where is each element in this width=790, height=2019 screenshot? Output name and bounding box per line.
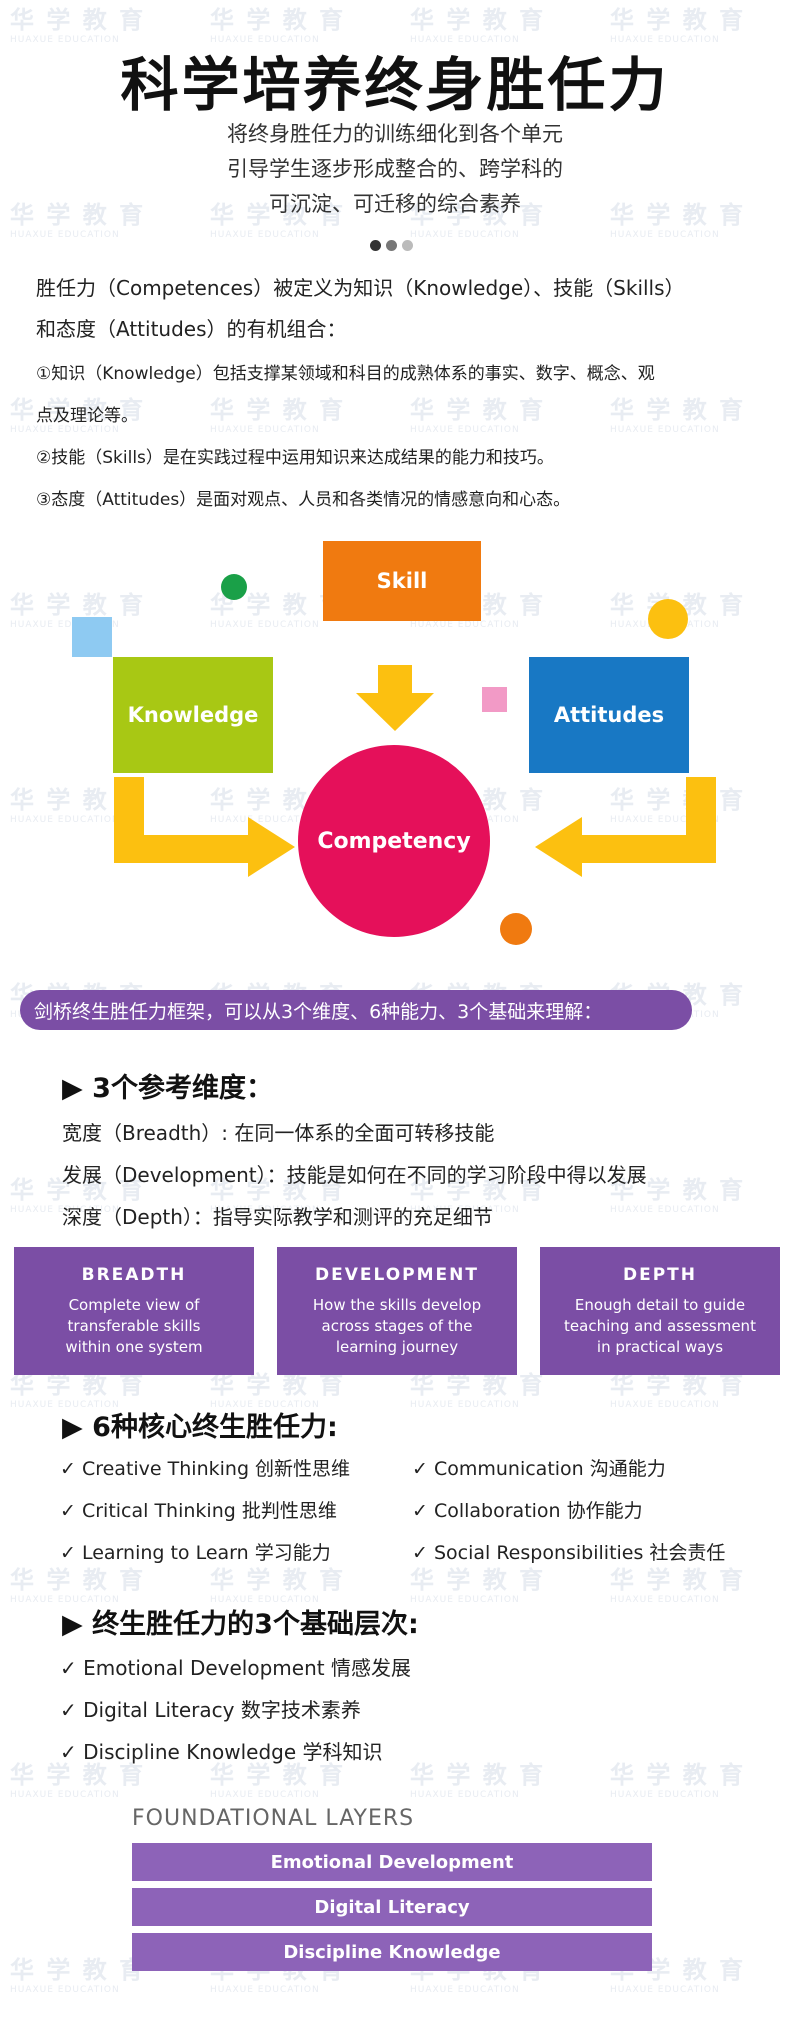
card-title: DEPTH [622, 1265, 697, 1285]
watermark-sub: HUAXUE EDUCATION [10, 1985, 120, 1995]
subtitle-line-3: 可沉淀、可迁移的综合素养 [269, 192, 521, 216]
competency-item: ✓ Collaboration 协作能力 [412, 1500, 643, 1522]
dimension-line: 发展（Development）：技能是如何在不同的学习阶段中得以发展 [62, 1163, 647, 1187]
competencies-title: ▶ 6种核心终生胜任力: [62, 1412, 338, 1443]
watermark-sub: HUAXUE EDUCATION [410, 425, 520, 435]
watermark-sub: HUAXUE EDUCATION [610, 1985, 720, 1995]
watermark-sub: HUAXUE EDUCATION [610, 1205, 720, 1215]
subtitle-line-2: 引导学生逐步形成整合的、跨学科的 [227, 157, 563, 181]
competency-label: Competency [317, 828, 471, 854]
watermark-sub: HUAXUE EDUCATION [10, 230, 120, 240]
green-dot [221, 574, 247, 600]
watermark-text: 华 学 教 育 [410, 1566, 546, 1594]
watermark-sub: HUAXUE EDUCATION [610, 1595, 720, 1605]
intro-line: ①知识（Knowledge）包括支撑某领域和科目的成熟体系的事实、数字、概念、观 [36, 364, 655, 384]
competency-item: ✓ Critical Thinking 批判性思维 [60, 1500, 337, 1522]
foundation-item: ✓ Emotional Development 情感发展 [60, 1656, 411, 1680]
page-title: 科学培养终身胜任力 [120, 51, 670, 119]
dot [402, 240, 413, 251]
watermark-sub: HUAXUE EDUCATION [210, 425, 320, 435]
foundation-item: ✓ Discipline Knowledge 学科知识 [60, 1740, 383, 1764]
watermark-sub: HUAXUE EDUCATION [610, 1400, 720, 1410]
watermark-text: 华 学 教 育 [210, 1566, 346, 1594]
competency-circle [298, 745, 490, 937]
watermark-text: 华 学 教 育 [410, 6, 546, 34]
watermark-sub: HUAXUE EDUCATION [410, 1400, 520, 1410]
watermark-sub: HUAXUE EDUCATION [210, 1790, 320, 1800]
knowledge-box: Knowledge [113, 657, 273, 773]
card-desc: How the skills develop across stages of … [312, 1296, 482, 1356]
watermark-text: 华 学 教 育 [10, 1956, 146, 1984]
watermark-sub: HUAXUE EDUCATION [610, 425, 720, 435]
development-card: DEVELOPMENT How the skills develop acros… [277, 1247, 517, 1375]
watermark-sub: HUAXUE EDUCATION [410, 1595, 520, 1605]
layer-emotional-development: Emotional Development [132, 1843, 652, 1881]
depth-card: DEPTH Enough detail to guide teaching an… [540, 1247, 780, 1375]
watermark-sub: HUAXUE EDUCATION [410, 1790, 520, 1800]
competency-item: ✓ Learning to Learn 学习能力 [60, 1542, 331, 1564]
skill-arrow [356, 665, 434, 731]
layer-digital-literacy: Digital Literacy [132, 1888, 652, 1926]
intro-line: ③态度（Attitudes）是面对观点、人员和各类情况的情感意向和心态。 [36, 490, 571, 510]
card-title: BREADTH [81, 1265, 187, 1285]
orange-dot [500, 913, 532, 945]
layers-title: FOUNDATIONAL LAYERS [132, 1806, 415, 1831]
intro-line: ②技能（Skills）是在实践过程中运用知识来达成结果的能力和技巧。 [36, 448, 554, 468]
skill-box: Skill [323, 541, 481, 621]
dot-active [370, 240, 381, 251]
watermark-text: 华 学 教 育 [410, 1761, 546, 1789]
pink-square [482, 687, 507, 712]
foundations-title: ▶ 终生胜任力的3个基础层次: [62, 1609, 419, 1640]
knowledge-arrow [114, 777, 295, 877]
yellow-dot [648, 599, 688, 639]
card-title: DEVELOPMENT [315, 1265, 479, 1285]
dot [386, 240, 397, 251]
attitudes-box: Attitudes [529, 657, 689, 773]
intro-line: 胜任力（Competences）被定义为知识（Knowledge）、技能（Ski… [36, 276, 685, 300]
watermark-sub: HUAXUE EDUCATION [410, 1985, 520, 1995]
diagram-shapes [72, 574, 716, 945]
framework-banner: 剑桥终生胜任力框架，可以从3个维度、6种能力、3个基础来理解： [20, 990, 692, 1030]
layer-discipline-knowledge: Discipline Knowledge [132, 1933, 652, 1971]
watermark-text: 华 学 教 育 [210, 6, 346, 34]
watermark-text: 华 学 教 育 [610, 1761, 746, 1789]
pagination-dots [370, 236, 420, 251]
watermark-sub: HUAXUE EDUCATION [210, 1985, 320, 1995]
dimensions-title: ▶ 3个参考维度： [62, 1073, 273, 1104]
watermark-sub: HUAXUE EDUCATION [10, 425, 120, 435]
intro-line: 点及理论等。 [36, 406, 138, 426]
watermark-text: 华 学 教 育 [10, 1566, 146, 1594]
light-blue-square [72, 617, 112, 657]
dimension-line: 宽度（Breadth）: 在同一体系的全面可转移技能 [62, 1121, 495, 1145]
competency-item: ✓ Communication 沟通能力 [412, 1458, 666, 1480]
watermark-sub: HUAXUE EDUCATION [10, 1790, 120, 1800]
card-desc: Enough detail to guide teaching and asse… [564, 1296, 756, 1356]
dimension-line: 深度（Depth）：指导实际教学和测评的充足细节 [62, 1205, 493, 1229]
intro-line: 和态度（Attitudes）的有机组合： [36, 317, 347, 341]
watermark-sub: HUAXUE EDUCATION [610, 230, 720, 240]
watermark-sub: HUAXUE EDUCATION [610, 1790, 720, 1800]
competency-diagram: Skill Knowledge Attitudes Competency [60, 535, 730, 955]
watermark-sub: HUAXUE EDUCATION [210, 230, 320, 240]
card-desc: Complete view of transferable skills wit… [65, 1296, 203, 1356]
competency-item: ✓ Creative Thinking 创新性思维 [60, 1458, 351, 1480]
breadth-card: BREADTH Complete view of transferable sk… [14, 1247, 254, 1375]
watermark-text: 华 学 教 育 [610, 6, 746, 34]
attitudes-arrow [535, 777, 716, 877]
subtitle-line-1: 将终身胜任力的训练细化到各个单元 [227, 122, 563, 146]
competency-item: ✓ Social Responsibilities 社会责任 [412, 1542, 726, 1564]
watermark-text: 华 学 教 育 [610, 1566, 746, 1594]
watermark-text: 华 学 教 育 [10, 6, 146, 34]
watermark-sub: HUAXUE EDUCATION [410, 230, 520, 240]
foundation-item: ✓ Digital Literacy 数字技术素养 [60, 1698, 361, 1722]
